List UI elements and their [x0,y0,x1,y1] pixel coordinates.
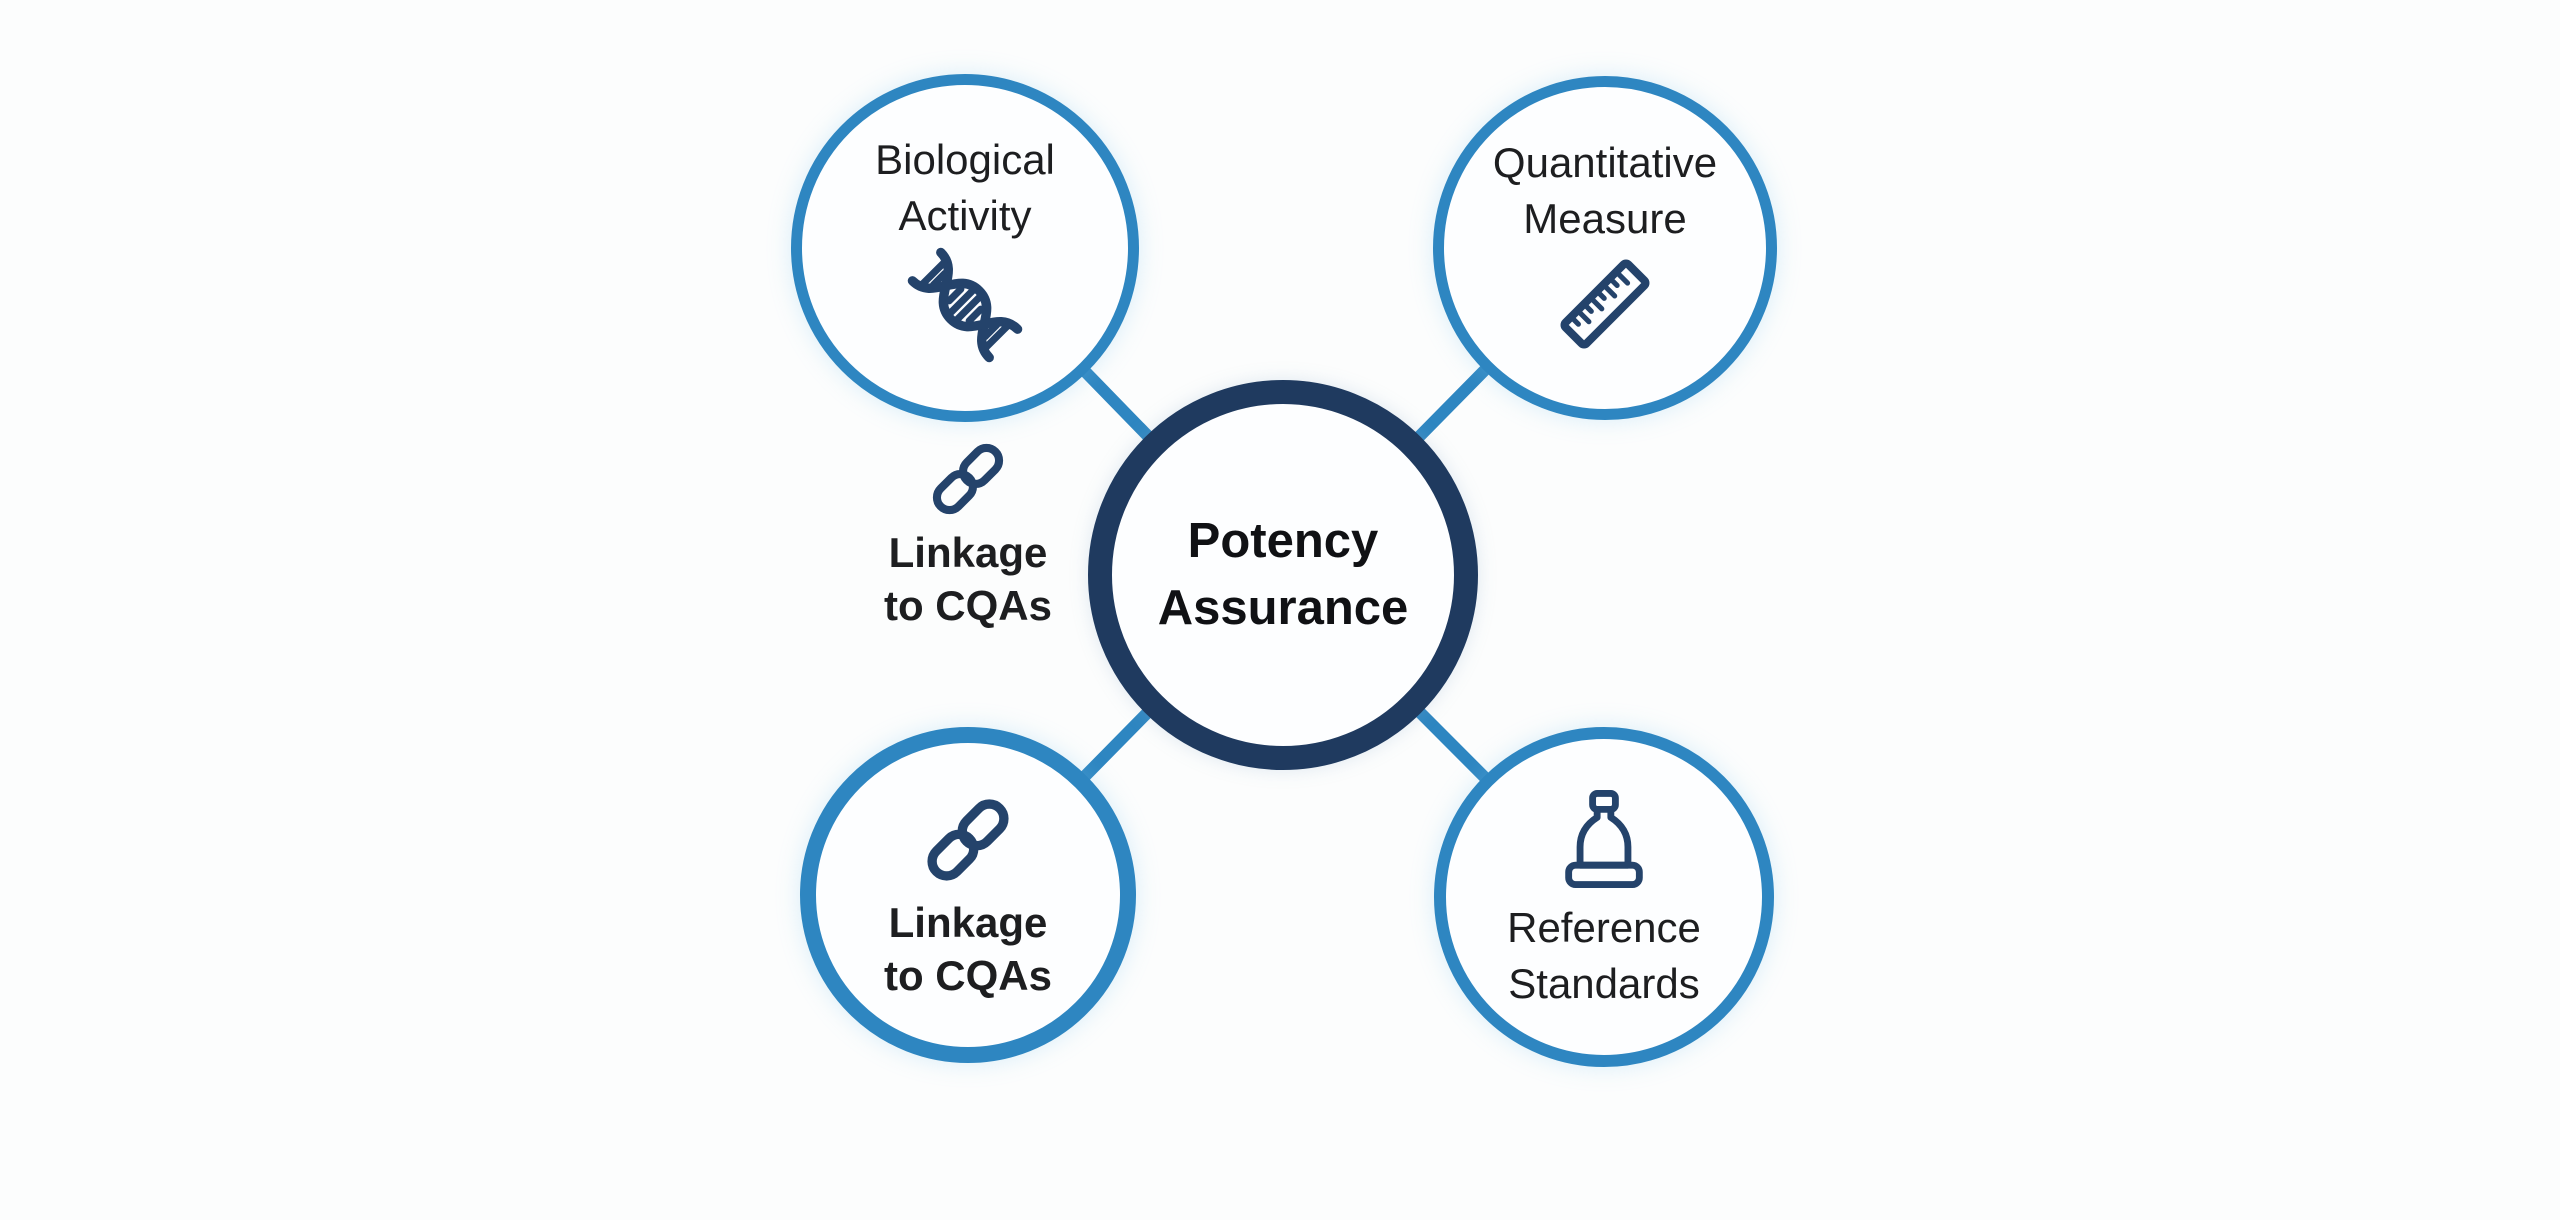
node-label-line: Standards [1508,960,1700,1007]
node-label-line: to CQAs [884,952,1052,999]
node-label-line: Measure [1523,195,1687,242]
node-reference-standards: Reference Standards [1434,727,1774,1067]
node-label-line: Reference [1507,904,1701,951]
center-label-line: Assurance [1157,581,1409,635]
node-label-biological-activity: Biological Activity [875,132,1055,244]
dna-icon [906,246,1024,364]
node-label-line: Activity [898,192,1032,239]
reagent-bottle-icon [1547,782,1661,896]
node-biological-activity: Biological Activity [791,74,1139,422]
node-label-linkage-to-cqas: Linkage to CQAs [884,896,1052,1002]
node-linkage-to-cqas: Linkage to CQAs [800,727,1136,1063]
chain-link-icon [923,434,1013,524]
chain-link-icon [916,788,1020,892]
floating-label-line: Linkage [888,529,1048,576]
node-label-line: Quantitative [1492,139,1718,186]
node-label-reference-standards: Reference Standards [1507,900,1701,1012]
node-quantitative-measure: Quantitative Measure [1433,76,1777,420]
ruler-icon [1548,247,1662,361]
node-label-quantitative-measure: Quantitative Measure [1493,135,1717,247]
center-label-line: Potency [1187,514,1379,568]
floating-label-line: to CQAs [884,582,1052,629]
node-label-line: Biological [875,136,1055,183]
floating-label-linkage-to-cqas: Linkage to CQAs [830,434,1106,632]
node-potency-assurance: Potency Assurance [1088,380,1478,770]
center-node-label: Potency Assurance [1158,508,1409,642]
floating-label-text: Linkage to CQAs [884,526,1052,632]
node-label-line: Linkage [888,899,1048,946]
